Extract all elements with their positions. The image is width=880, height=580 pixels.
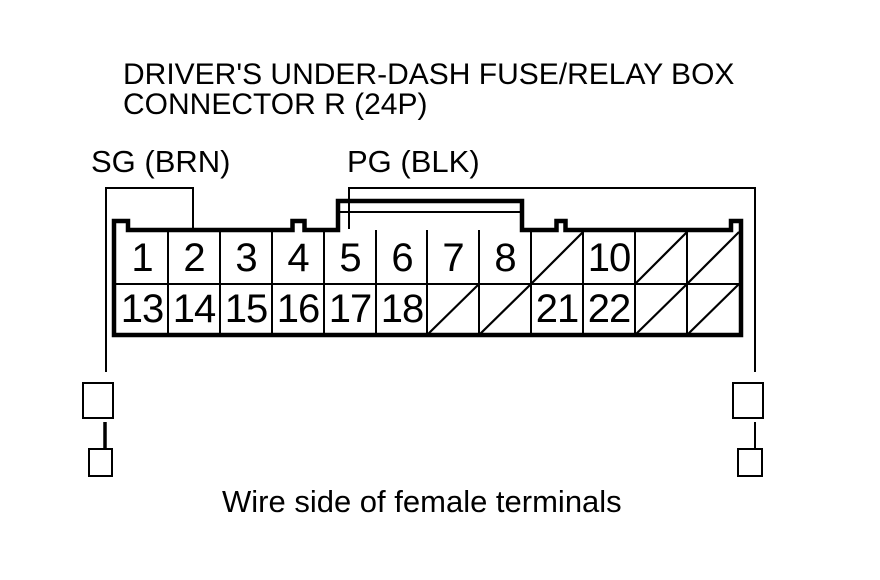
right-ground-terminal-box bbox=[737, 448, 763, 477]
pin-cell-4: 4 bbox=[287, 235, 309, 280]
pin-cell-10: 10 bbox=[587, 235, 632, 280]
pin-cell-2: 2 bbox=[183, 235, 205, 280]
pin-cell-14: 14 bbox=[172, 287, 217, 331]
blocked-cell-r2c12 bbox=[687, 284, 739, 335]
blocked-cell-r1c9 bbox=[531, 232, 583, 284]
pin-cell-15: 15 bbox=[224, 287, 269, 331]
blocked-cell-r1c12 bbox=[687, 232, 739, 284]
wire-label-sg: SG (BRN) bbox=[91, 144, 231, 179]
pin-cell-6: 6 bbox=[391, 235, 413, 280]
pg-wire-path bbox=[348, 187, 756, 372]
blocked-cell-r2c8 bbox=[479, 284, 531, 335]
sg-wire-path bbox=[105, 187, 194, 372]
pin-cell-18: 18 bbox=[380, 287, 425, 331]
diagram-title-line2: CONNECTOR R (24P) bbox=[123, 88, 428, 121]
pin-cell-13: 13 bbox=[120, 287, 165, 331]
pin-cell-8: 8 bbox=[494, 235, 516, 280]
diagram-caption: Wire side of female terminals bbox=[222, 484, 622, 519]
left-wire-connector-box bbox=[82, 382, 114, 419]
left-ground-terminal-box bbox=[88, 448, 113, 477]
blocked-cell-r2c11 bbox=[635, 284, 687, 335]
wire-label-pg: PG (BLK) bbox=[347, 144, 480, 179]
blocked-cell-r2c7 bbox=[427, 284, 479, 335]
pin-cell-21: 21 bbox=[535, 287, 580, 331]
connector-body-outline bbox=[111, 198, 744, 338]
pin-cell-7: 7 bbox=[442, 235, 464, 280]
pin-cell-1: 1 bbox=[131, 235, 153, 280]
pin-cell-5: 5 bbox=[339, 235, 361, 280]
diagram-title: DRIVER'S UNDER-DASH FUSE/RELAY BOX CONNE… bbox=[123, 60, 734, 120]
blocked-cell-r1c11 bbox=[635, 232, 687, 284]
right-wire-connector-box bbox=[732, 382, 764, 419]
pin-cell-16: 16 bbox=[276, 287, 321, 331]
diagram-title-line1: DRIVER'S UNDER-DASH FUSE/RELAY BOX bbox=[123, 58, 735, 91]
grid-vertical-lines bbox=[167, 230, 688, 334]
pin-cell-22: 22 bbox=[587, 287, 632, 331]
pin-cell-17: 17 bbox=[328, 287, 373, 331]
pin-cell-3: 3 bbox=[235, 235, 257, 280]
blocked-cell-diagonals bbox=[426, 231, 740, 336]
